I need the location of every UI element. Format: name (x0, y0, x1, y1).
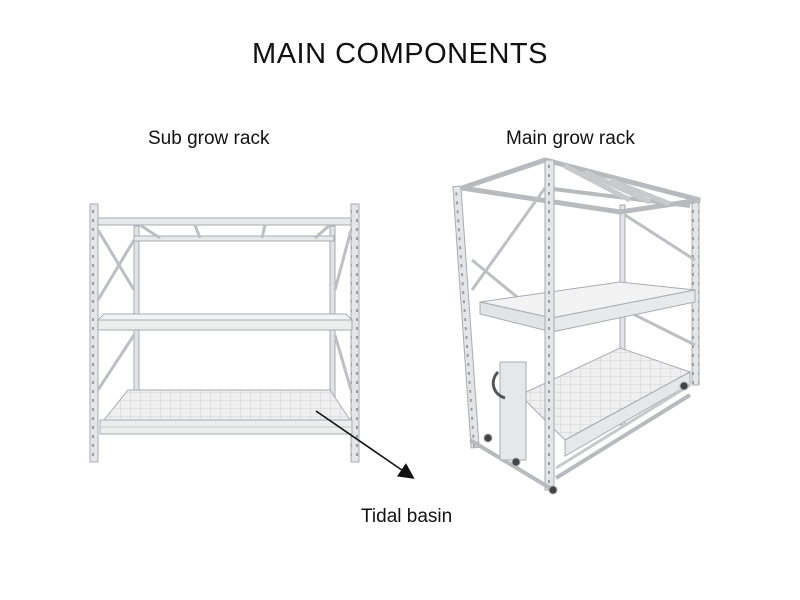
sub-rack-middle-shelf (97, 319, 353, 331)
sub-grow-rack-label: Sub grow rack (148, 128, 270, 149)
main-grow-rack-label: Main grow rack (506, 128, 635, 149)
main-grow-rack (452, 157, 701, 495)
tidal-basin-label: Tidal basin (361, 506, 453, 527)
crank-handle-icon (491, 370, 506, 400)
sub-rack-tidal-basin (102, 389, 351, 421)
page-title: MAIN COMPONENTS (252, 38, 548, 70)
tidal-basin-arrow (315, 410, 415, 479)
sub-rack-post-left (89, 203, 99, 463)
crank-housing (499, 361, 527, 461)
main-rack-post-front (544, 159, 555, 491)
main-rack-post-left (452, 185, 480, 449)
sub-rack-post-right (350, 203, 360, 463)
sub-grow-rack (89, 203, 360, 463)
